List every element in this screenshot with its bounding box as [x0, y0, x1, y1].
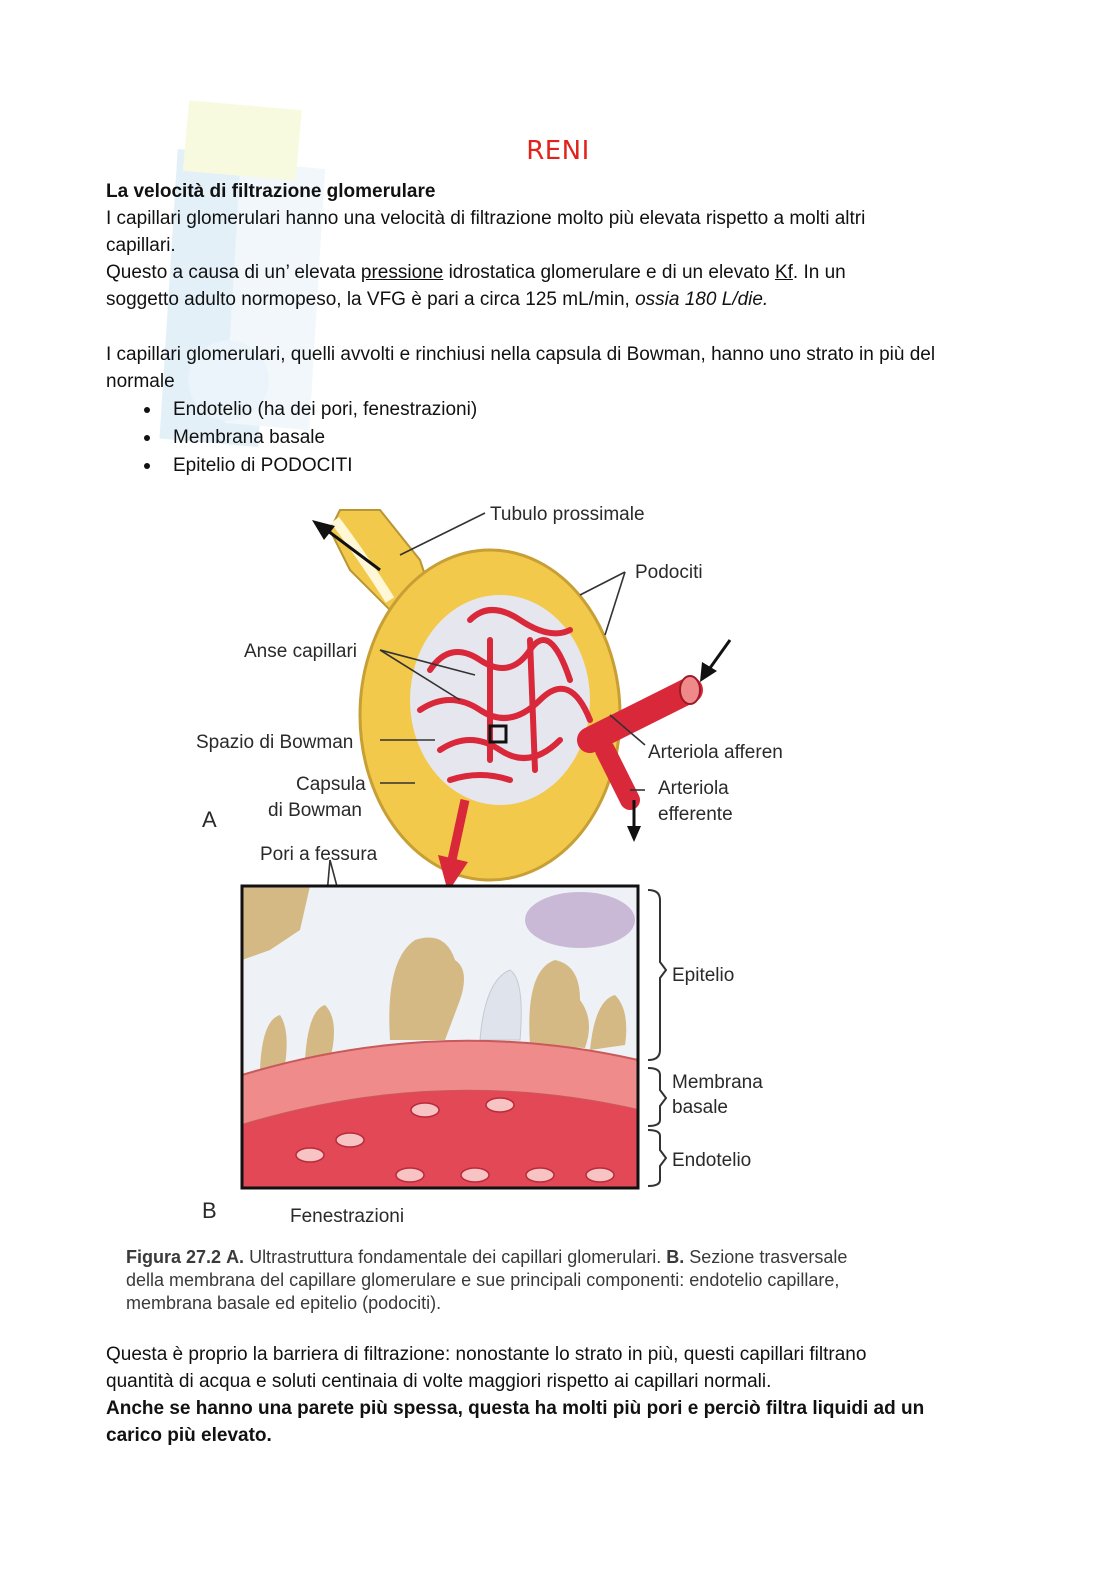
text-line: quantità di acqua e soluti centinaia di … — [106, 1371, 772, 1392]
paragraph-capillary-layers: I capillari glomerulari, quelli avvolti … — [106, 341, 1026, 395]
label-fenestrazioni: Fenestrazioni — [290, 1206, 404, 1227]
label-podociti: Podociti — [635, 562, 703, 583]
text-span: soggetto adulto normopeso, la VFG è pari… — [106, 289, 636, 310]
text-line: normale — [106, 371, 175, 392]
text-line: carico più elevato. — [106, 1425, 272, 1446]
caption-b-text: Sezione trasversale della membrana del c… — [126, 1247, 848, 1313]
label-panel-a: A — [202, 807, 217, 832]
glomerulus-figure: Tubulo prossimale Podociti Anse capillar… — [190, 500, 810, 1240]
caption-a-text: Ultrastruttura fondamentale dei capillar… — [244, 1247, 667, 1267]
text-span: Questo a causa di un’ elevata — [106, 262, 361, 283]
text-line: soggetto adulto normopeso, la VFG è pari… — [106, 286, 1026, 313]
text-line: capillari. — [106, 235, 176, 256]
bullet-list: Endotelio (ha dei pori, fenestrazioni) M… — [106, 396, 1026, 480]
label-basale: basale — [672, 1097, 728, 1118]
watermark-logo — [159, 100, 326, 448]
label-endotelio: Endotelio — [672, 1150, 751, 1171]
caption-figure-label: Figura 27.2 — [126, 1247, 222, 1267]
italic-span: ossia 180 L/die. — [635, 289, 769, 310]
label-spazio-bowman: Spazio di Bowman — [196, 732, 353, 753]
label-pori-a-fessura: Pori a fessura — [260, 844, 378, 865]
label-epitelio: Epitelio — [672, 965, 734, 986]
bullet-item: Epitelio di PODOCITI — [106, 452, 1026, 480]
caption-b-label: B. — [666, 1247, 685, 1267]
caption-a-label: A. — [226, 1247, 245, 1267]
label-arteriola-afferente: Arteriola afferen — [648, 742, 783, 763]
label-efferente: efferente — [658, 804, 733, 825]
text-line: Questo a causa di un’ elevata pressione … — [106, 259, 1026, 286]
label-di-bowman: di Bowman — [268, 800, 362, 821]
label-panel-b: B — [202, 1198, 217, 1223]
underlined-term-kf: Kf — [774, 262, 793, 283]
label-arteriola: Arteriola — [658, 778, 729, 799]
cross-section-illustration — [240, 884, 668, 1190]
underlined-term-pressione: pressione — [360, 262, 444, 283]
label-anse-capillari: Anse capillari — [244, 641, 357, 662]
figure-caption: Figura 27.2 A. Ultrastruttura fondamenta… — [126, 1246, 886, 1315]
label-membrana: Membrana — [672, 1072, 763, 1093]
text-span: . In un — [792, 262, 846, 283]
text-line: I capillari glomerulari, quelli avvolti … — [106, 344, 936, 365]
paragraph-conclusion: Anche se hanno una parete più spessa, qu… — [106, 1395, 1026, 1449]
text-line: Anche se hanno una parete più spessa, qu… — [106, 1398, 925, 1419]
paragraph-filtration-rate: I capillari glomerulari hanno una veloci… — [106, 205, 1026, 313]
paragraph-barrier: Questa è proprio la barriera di filtrazi… — [106, 1341, 1026, 1395]
section-heading: La velocità di filtrazione glomerulare — [106, 181, 436, 202]
glomerulus-illustration — [312, 509, 732, 1031]
text-span: idrostatica glomerulare e di un elevato — [443, 262, 775, 283]
page-title: RENI — [526, 136, 590, 166]
label-capsula: Capsula — [296, 774, 366, 795]
text-line: Questa è proprio la barriera di filtrazi… — [106, 1344, 867, 1365]
text-line: I capillari glomerulari hanno una veloci… — [106, 208, 866, 229]
label-tubulo-prossimale: Tubulo prossimale — [490, 504, 645, 525]
bullet-item: Endotelio (ha dei pori, fenestrazioni) — [106, 396, 1026, 424]
bullet-item: Membrana basale — [106, 424, 1026, 452]
